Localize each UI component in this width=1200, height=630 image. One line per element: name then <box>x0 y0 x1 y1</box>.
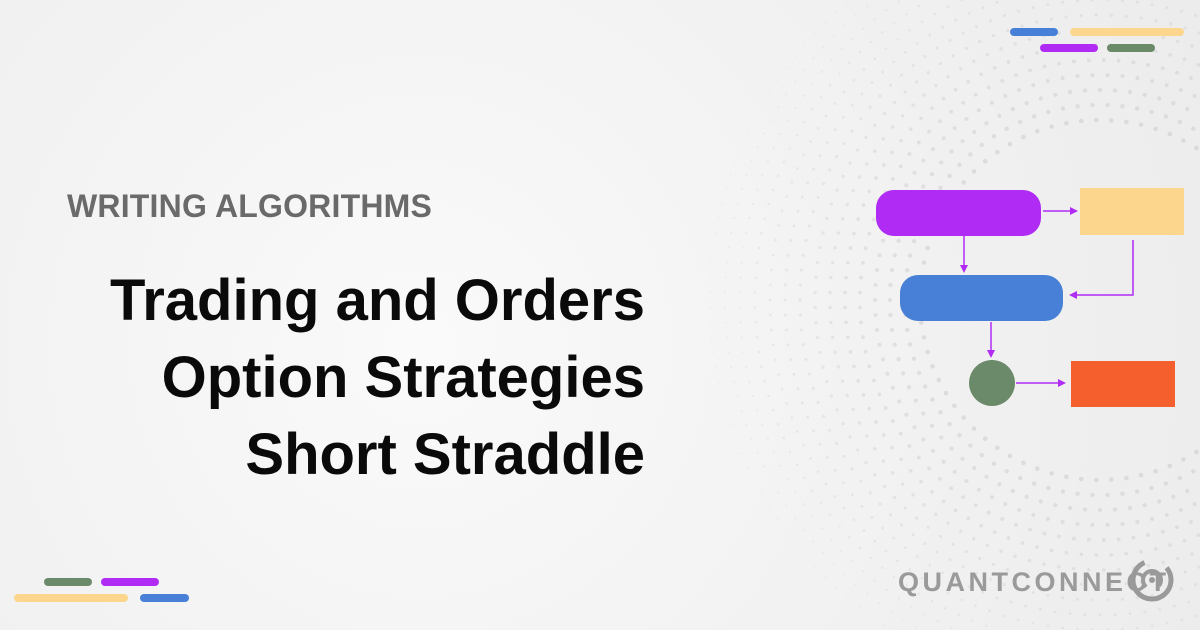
decor-bar-green-top <box>1107 44 1155 52</box>
node-orange-rect <box>1071 361 1175 407</box>
section-kicker: WRITING ALGORITHMS <box>67 188 433 224</box>
title-line-1: Trading and Orders <box>110 268 645 333</box>
quantconnect-logo-icon <box>1130 558 1174 602</box>
brand-name: QUANTCONNECT <box>898 567 1170 597</box>
title-line-2: Option Strategies <box>161 345 645 410</box>
node-blue-pill <box>900 275 1063 321</box>
arrow-yellow-to-blue <box>1069 240 1134 299</box>
decor-bar-green-bottom <box>44 578 92 586</box>
decor-bar-yellow-top <box>1070 28 1184 36</box>
decor-bar-purple-top <box>1040 44 1098 52</box>
decor-bar-yellow-bottom <box>14 594 128 602</box>
flowchart-illustration <box>876 188 1184 407</box>
node-yellow-rect <box>1080 188 1184 235</box>
decor-bar-blue-top <box>1010 28 1058 36</box>
node-purple-pill <box>876 190 1041 236</box>
decor-bar-purple-bottom <box>101 578 159 586</box>
page-title: Trading and Orders Option Strategies Sho… <box>110 262 645 493</box>
quantconnect-logo: QUANTCONNECT <box>898 557 1178 607</box>
node-green-circle <box>969 360 1015 406</box>
decor-bar-blue-bottom <box>140 594 189 602</box>
title-line-3: Short Straddle <box>245 422 645 487</box>
